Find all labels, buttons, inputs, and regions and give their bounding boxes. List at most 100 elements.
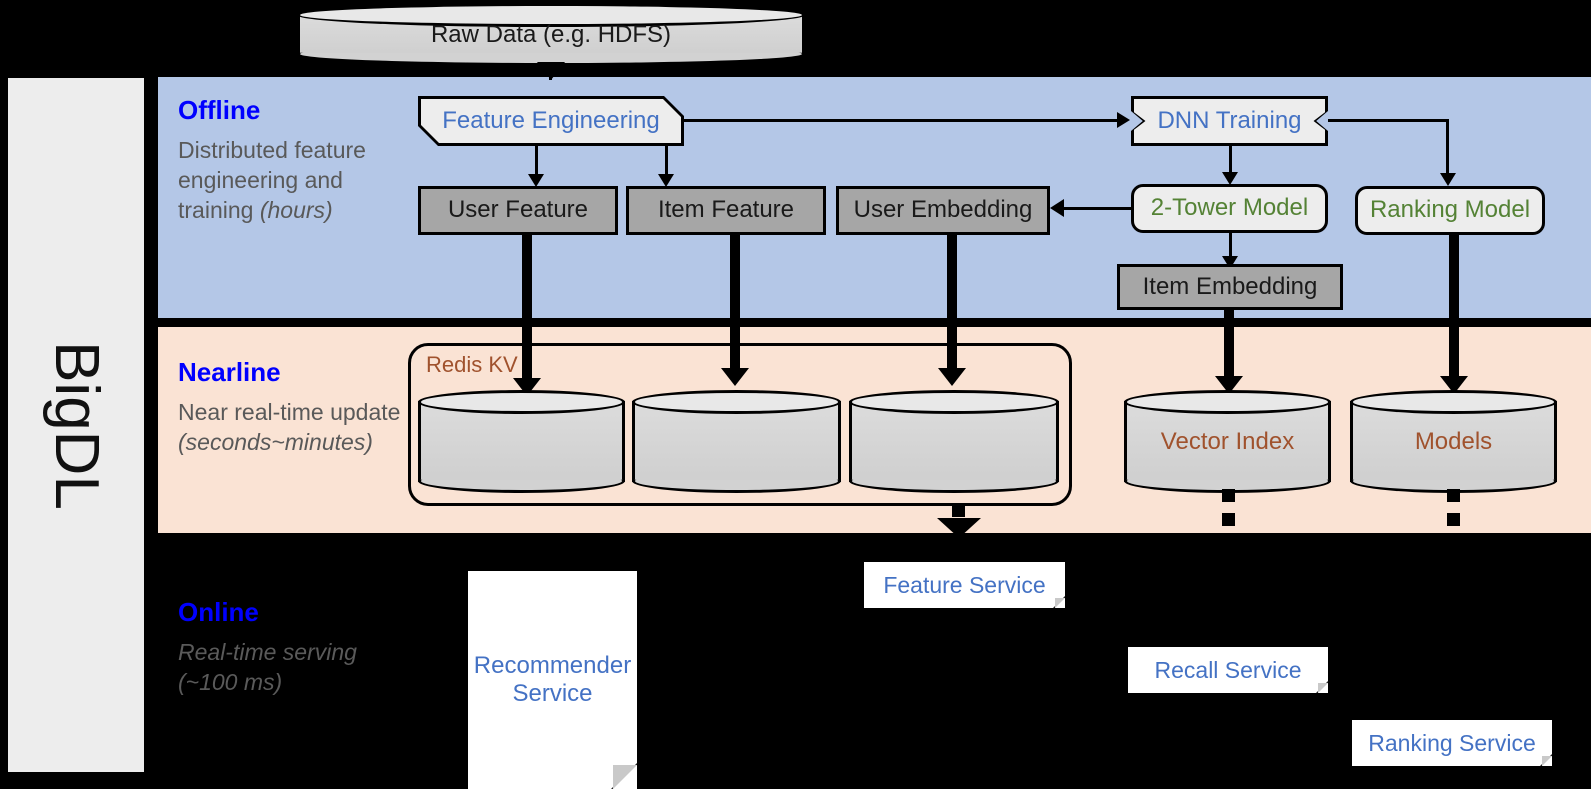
dot-featureservice-1 xyxy=(952,504,965,517)
dot-models-1 xyxy=(1447,489,1460,502)
link-dnn-twotower xyxy=(1229,146,1232,174)
bigdl-label: BigDL xyxy=(41,340,111,510)
cylinder-top xyxy=(1124,390,1331,414)
recall-service-node[interactable]: Recall Service xyxy=(1128,647,1328,693)
link-dnn-twotower-head xyxy=(1222,172,1238,185)
online-desc-em: (~100 ms) xyxy=(178,668,283,695)
pipe-userfeature-store xyxy=(522,233,532,388)
feature-engineering-node[interactable]: Feature Engineering xyxy=(418,96,684,146)
pipe-userembedding-store xyxy=(947,233,957,378)
online-desc-main: Real-time serving xyxy=(178,638,357,665)
cylinder-body xyxy=(1350,401,1557,482)
nearline-title: Nearline xyxy=(178,357,281,387)
ranking-service-label: Ranking Service xyxy=(1368,729,1536,756)
offline-desc-em: (hours) xyxy=(259,197,333,224)
user-embedding-store-cylinder[interactable] xyxy=(849,390,1059,493)
cylinder-body xyxy=(849,401,1059,482)
link-dnn-ranking-v xyxy=(1446,119,1449,176)
dot-vectorindex-1 xyxy=(1222,489,1235,502)
cylinder-body xyxy=(1124,401,1331,482)
online-title: Online xyxy=(178,597,259,627)
models-cylinder[interactable]: Models xyxy=(1350,390,1557,493)
dnn-fill: DNN Training xyxy=(1134,99,1325,143)
user-feature-node[interactable]: User Feature xyxy=(418,186,618,235)
link-fe-itemfeature xyxy=(665,146,668,176)
page-fold-shade xyxy=(1318,683,1328,693)
link-fe-itemfeature-head xyxy=(658,174,674,187)
dnn-training-label: DNN Training xyxy=(1157,107,1302,134)
item-feature-label: Item Feature xyxy=(657,196,795,224)
ranking-service-node[interactable]: Ranking Service xyxy=(1352,720,1552,766)
link-twotower-userembedding-head xyxy=(1050,199,1064,217)
arrow-store-featureservice xyxy=(937,518,981,538)
cylinder-top xyxy=(418,390,625,414)
cylinder-body xyxy=(632,401,841,482)
ranking-model-node[interactable]: Ranking Model xyxy=(1355,186,1545,235)
item-embedding-node[interactable]: Item Embedding xyxy=(1117,264,1343,310)
dnn-training-node[interactable]: DNN Training xyxy=(1131,96,1328,146)
feature-service-label: Feature Service xyxy=(883,571,1046,598)
pipe-rankingmodel-models xyxy=(1449,233,1459,386)
user-embedding-label: User Embedding xyxy=(853,196,1033,224)
vector-index-label: Vector Index xyxy=(1160,427,1295,455)
page-fold-shade xyxy=(1542,756,1552,766)
bigdl-platform-sidebar: BigDL xyxy=(8,78,144,772)
user-feature-store-label xyxy=(418,390,625,493)
two-tower-model-label: 2-Tower Model xyxy=(1150,194,1309,222)
cylinder-body xyxy=(418,401,625,482)
raw-data-store: Raw Data (e.g. HDFS) xyxy=(297,3,805,66)
fe-fill: Feature Engineering xyxy=(421,99,681,143)
ranking-model-label: Ranking Model xyxy=(1369,196,1531,224)
item-embedding-label: Item Embedding xyxy=(1142,272,1318,300)
models-label: Models xyxy=(1414,427,1493,455)
recall-service-label: Recall Service xyxy=(1154,656,1302,683)
arrow-rawdata-fe-head xyxy=(537,62,565,80)
online-caption: Online Real-time serving (~100 ms) xyxy=(178,598,408,697)
redis-kv-container xyxy=(408,343,1072,506)
offline-desc-main: Distributed feature engineering and trai… xyxy=(178,136,366,224)
vector-index-cylinder[interactable]: Vector Index xyxy=(1124,390,1331,493)
item-feature-node[interactable]: Item Feature xyxy=(626,186,826,235)
item-feature-store-label xyxy=(632,390,841,493)
nearline-desc-em: (seconds~minutes) xyxy=(178,428,373,455)
nearline-desc-main: Near real-time update xyxy=(178,398,401,425)
feature-engineering-label: Feature Engineering xyxy=(442,107,660,134)
feature-service-node[interactable]: Feature Service xyxy=(864,562,1065,608)
raw-data-label: Raw Data (e.g. HDFS) xyxy=(430,20,672,48)
offline-title: Offline xyxy=(178,95,261,125)
page-fold-shade xyxy=(1055,598,1065,608)
link-dnn-ranking-head xyxy=(1440,173,1456,186)
pipe-itemembedding-vectorindex xyxy=(1224,308,1234,386)
pipe-userembedding-store-head xyxy=(938,368,966,386)
two-tower-model-node[interactable]: 2-Tower Model xyxy=(1131,184,1328,233)
page-fold-shade xyxy=(613,765,637,789)
offline-description: Distributed feature engineering and trai… xyxy=(178,135,408,226)
user-embedding-node[interactable]: User Embedding xyxy=(836,186,1050,235)
cylinder-top xyxy=(1350,390,1557,414)
user-embedding-store-label xyxy=(849,390,1059,493)
link-dnn-ranking-h xyxy=(1328,119,1449,122)
cylinder-top xyxy=(849,390,1059,414)
link-fe-userfeature xyxy=(535,146,538,176)
offline-caption: Offline Distributed feature engineering … xyxy=(178,96,408,226)
redis-kv-label: Redis KV xyxy=(426,352,518,377)
link-fe-dnn-head xyxy=(1117,112,1130,128)
online-description: Real-time serving (~100 ms) xyxy=(178,637,408,698)
link-twotower-itememb xyxy=(1229,233,1232,260)
nearline-description: Near real-time update (seconds~minutes) xyxy=(178,397,408,458)
link-twotower-userembedding xyxy=(1063,207,1133,210)
user-feature-store-cylinder[interactable] xyxy=(418,390,625,493)
link-fe-userfeature-head xyxy=(528,174,544,187)
cylinder-top xyxy=(632,390,841,414)
link-fe-dnn xyxy=(684,119,1117,122)
item-feature-store-cylinder[interactable] xyxy=(632,390,841,493)
cylinder-top xyxy=(297,3,805,27)
dot-models-2 xyxy=(1447,513,1460,526)
dot-vectorindex-2 xyxy=(1222,513,1235,526)
recommender-service-node[interactable]: Recommender Service xyxy=(468,571,637,789)
nearline-caption: Nearline Near real-time update (seconds~… xyxy=(178,358,408,457)
user-feature-label: User Feature xyxy=(447,196,589,224)
recommender-service-label: Recommender Service xyxy=(473,652,632,707)
pipe-itemfeature-store xyxy=(730,233,740,378)
